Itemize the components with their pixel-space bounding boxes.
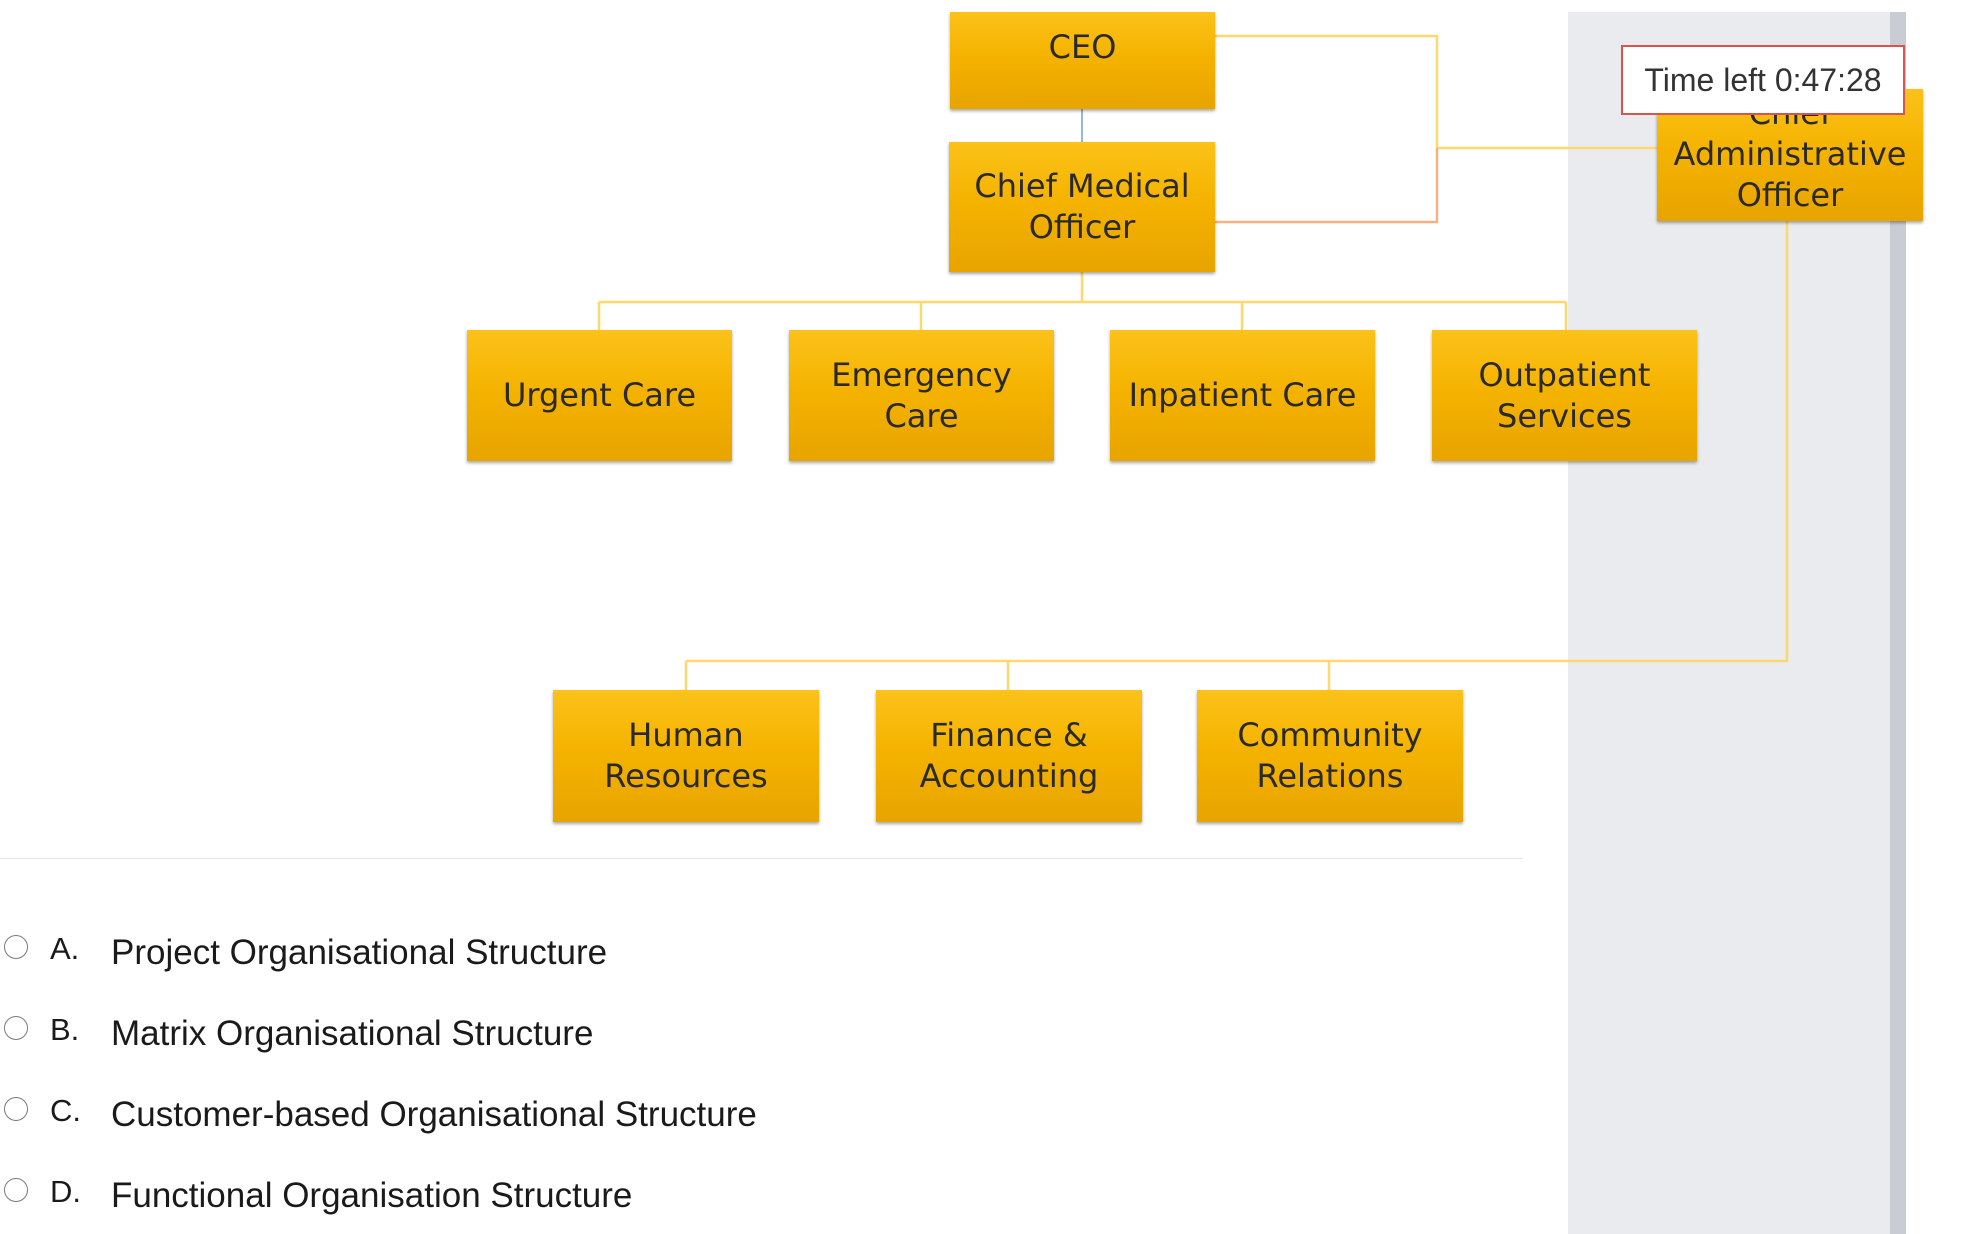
radio-button-c[interactable] — [4, 1097, 28, 1121]
time-left-indicator: Time left 0:47:28 — [1621, 45, 1905, 115]
option-label[interactable]: Functional Organisation Structure — [111, 1176, 633, 1215]
outpatient-services-box: Outpatient Services — [1432, 330, 1697, 461]
cmo-cao-connector — [1215, 148, 1439, 224]
finance-accounting-box: Finance & Accounting — [876, 690, 1142, 822]
question-divider — [0, 858, 1523, 859]
option-letter: A. — [50, 931, 80, 966]
inpatient-care-box: Inpatient Care — [1110, 330, 1375, 461]
cao-stem — [686, 221, 1789, 663]
option-letter: D. — [50, 1174, 81, 1209]
human-resources-box: Human Resources — [553, 690, 819, 822]
option-label[interactable]: Customer-based Organisational Structure — [111, 1095, 757, 1134]
side-panel-scrollbar[interactable] — [1890, 12, 1906, 1234]
answer-option-c[interactable]: C. Customer-based Organisational Structu… — [0, 1093, 900, 1153]
answer-option-d[interactable]: D. Functional Organisation Structure — [0, 1174, 900, 1234]
answer-option-a[interactable]: A. Project Organisational Structure — [0, 931, 900, 991]
radio-button-b[interactable] — [4, 1016, 28, 1040]
ceo-box: CEO — [950, 12, 1215, 109]
urgent-care-box: Urgent Care — [467, 330, 732, 461]
radio-button-a[interactable] — [4, 935, 28, 959]
chief-medical-officer-box: Chief Medical Officer — [949, 142, 1215, 272]
radio-button-d[interactable] — [4, 1178, 28, 1202]
option-label[interactable]: Project Organisational Structure — [111, 933, 608, 972]
emergency-care-box: Emergency Care — [789, 330, 1054, 461]
answer-option-b[interactable]: B. Matrix Organisational Structure — [0, 1012, 900, 1072]
option-letter: B. — [50, 1012, 80, 1047]
ceo-cao-connector — [1215, 34, 1657, 150]
option-label[interactable]: Matrix Organisational Structure — [111, 1014, 594, 1053]
community-relations-box: Community Relations — [1197, 690, 1463, 822]
option-letter: C. — [50, 1093, 81, 1128]
